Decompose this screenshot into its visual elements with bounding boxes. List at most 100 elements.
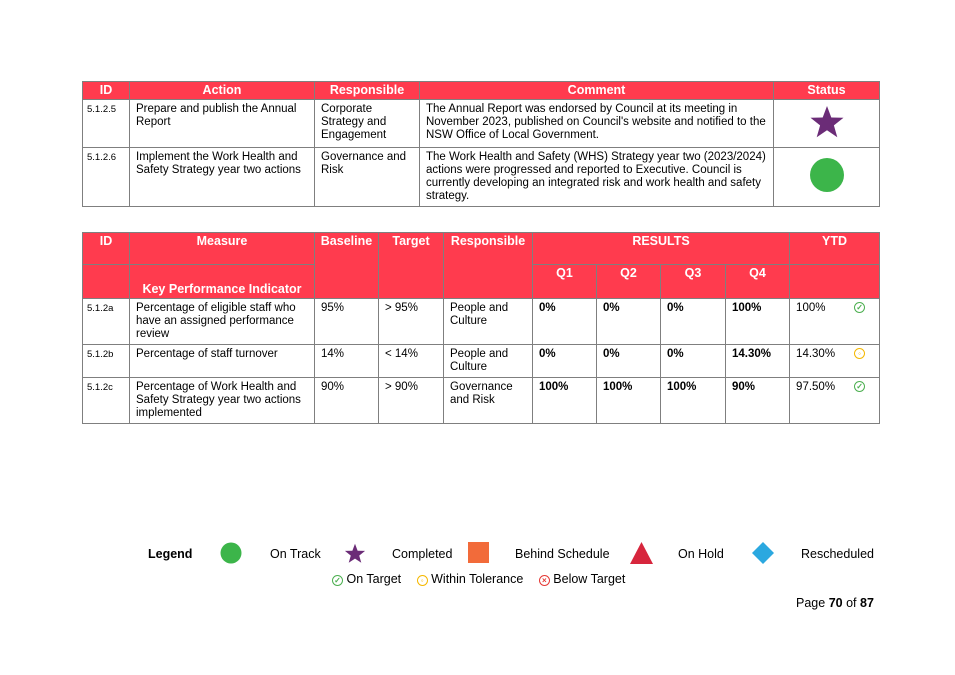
row-baseline: 95%	[314, 298, 379, 345]
below-target-icon: ×	[538, 575, 550, 586]
header-id: ID	[82, 232, 130, 265]
header-status: Status	[773, 81, 880, 100]
header-id: ID	[82, 81, 130, 100]
row-id: 5.1.2.5	[82, 99, 130, 148]
kpi-header-row: ID Measure Baseline Target Responsible R…	[82, 232, 881, 299]
table-row: 5.1.2.5 Prepare and publish the Annual R…	[82, 99, 880, 148]
row-q2: 0%	[596, 344, 661, 378]
header-responsible: Responsible	[314, 81, 420, 100]
row-q3: 0%	[660, 344, 726, 378]
kpi-legend: ✓ On Target ◦ Within Tolerance × Below T…	[332, 572, 637, 586]
header-responsible: Responsible	[443, 232, 533, 299]
header-measure: Measure	[129, 232, 315, 265]
row-comment: The Work Health and Safety (WHS) Strateg…	[419, 147, 774, 207]
red-triangle-icon	[630, 542, 653, 564]
actions-header-row: ID Action Responsible Comment Status	[82, 81, 880, 100]
status-on-track	[773, 147, 880, 207]
header-q2: Q2	[596, 264, 661, 299]
header-target: Target	[378, 232, 444, 299]
page-of: of	[846, 596, 857, 610]
row-q4: 90%	[724, 377, 791, 424]
row-comment: The Annual Report was endorsed by Counci…	[419, 99, 774, 148]
row-measure: Percentage of staff turnover	[129, 344, 315, 378]
legend-rescheduled: Rescheduled	[801, 547, 874, 561]
ytd-value: 100%	[796, 302, 826, 314]
row-responsible: Governance and Risk	[314, 147, 420, 207]
header-q3: Q3	[660, 264, 726, 299]
header-kpi: Key Performance Indicator	[129, 264, 315, 299]
row-responsible: Governance and Risk	[443, 377, 533, 424]
row-responsible: People and Culture	[443, 344, 533, 378]
table-row: 5.1.2c Percentage of Work Health and Saf…	[82, 377, 881, 424]
row-q2: 100%	[596, 377, 661, 424]
row-responsible: People and Culture	[443, 298, 533, 345]
star-icon	[810, 105, 843, 137]
header-ytd: YTD	[789, 232, 881, 265]
row-q1: 0%	[532, 298, 597, 345]
legend-on-hold: On Hold	[678, 547, 724, 561]
row-baseline: 90%	[314, 377, 379, 424]
blue-diamond-icon	[752, 542, 774, 564]
header-results: RESULTS	[531, 232, 791, 265]
orange-square-icon	[468, 542, 489, 563]
star-icon	[344, 543, 366, 563]
header-comment: Comment	[419, 81, 774, 100]
ytd-value: 14.30%	[796, 348, 836, 360]
row-q3: 0%	[660, 298, 726, 345]
header-id-blank	[82, 264, 130, 299]
total-pages: 87	[860, 596, 874, 610]
legend-below-target: Below Target	[553, 572, 626, 586]
table-row: 5.1.2.6 Implement the Work Health and Sa…	[82, 147, 880, 207]
legend-on-target: On Target	[346, 572, 402, 586]
legend-behind-schedule: Behind Schedule	[515, 547, 610, 561]
header-q4: Q4	[724, 264, 791, 299]
row-id: 5.1.2.6	[82, 147, 130, 207]
on-target-icon: ✓	[854, 302, 866, 313]
kpi-table: ID Measure Baseline Target Responsible R…	[82, 232, 881, 424]
row-q1: 0%	[532, 344, 597, 378]
row-q4: 100%	[724, 298, 791, 345]
header-action: Action	[129, 81, 315, 100]
page-prefix: Page	[796, 596, 826, 610]
table-row: 5.1.2b Percentage of staff turnover 14% …	[82, 344, 881, 378]
page-number: Page 70 of 87	[796, 596, 874, 610]
row-target: < 14%	[378, 344, 444, 378]
row-q1: 100%	[532, 377, 597, 424]
status-completed	[773, 99, 880, 148]
actions-table: ID Action Responsible Comment Status 5.1…	[82, 81, 880, 207]
row-q2: 0%	[596, 298, 661, 345]
header-baseline: Baseline	[314, 232, 379, 299]
row-measure: Percentage of Work Health and Safety Str…	[129, 377, 315, 424]
current-page: 70	[828, 596, 843, 610]
on-target-icon: ✓	[332, 575, 343, 586]
row-action: Prepare and publish the Annual Report	[129, 99, 315, 148]
row-action: Implement the Work Health and Safety Str…	[129, 147, 315, 207]
legend-within-tolerance: Within Tolerance	[431, 572, 524, 586]
within-tolerance-icon: ◦	[854, 348, 866, 359]
row-id: 5.1.2c	[82, 377, 130, 424]
row-id: 5.1.2b	[82, 344, 130, 378]
ytd-value: 97.50%	[796, 381, 836, 393]
row-target: > 90%	[378, 377, 444, 424]
row-baseline: 14%	[314, 344, 379, 378]
row-measure: Percentage of eligible staff who have an…	[129, 298, 315, 345]
table-row: 5.1.2a Percentage of eligible staff who …	[82, 298, 881, 345]
on-target-icon: ✓	[854, 381, 866, 392]
row-q3: 100%	[660, 377, 726, 424]
row-q4: 14.30%	[724, 344, 791, 378]
row-ytd: 14.30% ◦	[789, 344, 881, 378]
legend-completed: Completed	[392, 547, 453, 561]
legend: Legend On Track Completed Behind Schedul…	[148, 542, 878, 566]
within-tolerance-icon: ◦	[416, 575, 428, 586]
row-ytd: 97.50% ✓	[789, 377, 881, 424]
header-ytd-blank	[789, 264, 881, 299]
row-target: > 95%	[378, 298, 444, 345]
header-q1: Q1	[532, 264, 597, 299]
legend-on-track: On Track	[270, 547, 321, 561]
row-id: 5.1.2a	[82, 298, 130, 345]
green-circle-icon	[809, 158, 844, 192]
row-ytd: 100% ✓	[789, 298, 881, 345]
row-responsible: Corporate Strategy and Engagement	[314, 99, 420, 148]
legend-title: Legend	[148, 547, 193, 561]
green-circle-icon	[220, 542, 242, 564]
